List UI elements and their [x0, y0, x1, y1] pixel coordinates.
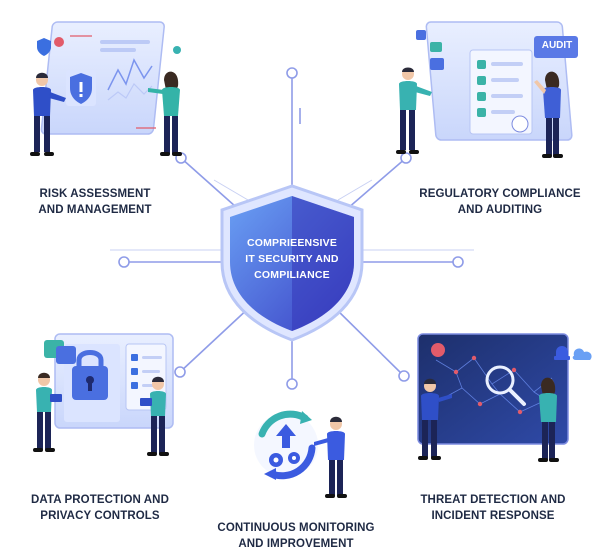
node-dot-left: [118, 256, 130, 268]
continuous-monitoring-illustration: [254, 410, 347, 498]
continuous-monitoring-caption: CONTINUOUS MONITORING AND IMPROVEMENT: [217, 522, 375, 550]
connector-lines: [110, 74, 474, 384]
audit-badge: AUDIT: [541, 40, 573, 51]
center-title: COMPRIEENSIVE IT SECURITY AND COMPILIANC…: [224, 235, 360, 283]
threat-detection-illustration: [417, 333, 592, 462]
data-protection-caption: DATA PROTECTION AND PRIVACY CONTROLS: [31, 494, 169, 522]
node-dot-upper-right: [400, 152, 412, 164]
risk-assessment-illustration: [30, 21, 182, 156]
shield-icon: [220, 184, 364, 342]
node-dot-right: [452, 256, 464, 268]
threat-detection-caption: THREAT DETECTION AND INCIDENT RESPONSE: [420, 494, 566, 522]
node-dot-lower-right: [398, 370, 410, 382]
risk-assessment-caption: RISK ASSESSMENT AND MANAGEMENT: [38, 188, 152, 216]
node-dot-lower-left: [174, 366, 186, 378]
center-title-line-2: IT SECURITY AND: [245, 253, 339, 265]
center-title-line-1: COMPRIEENSIVE: [246, 237, 338, 249]
regulatory-compliance-illustration: [396, 21, 578, 158]
data-protection-illustration: [33, 333, 174, 456]
node-dot-bottom: [286, 378, 298, 390]
node-dot-top: [286, 67, 298, 79]
regulatory-compliance-caption: REGULATORY COMPLIANCE AND AUDITING: [419, 188, 581, 216]
center-title-line-3: COMPILIANCE: [254, 269, 330, 281]
